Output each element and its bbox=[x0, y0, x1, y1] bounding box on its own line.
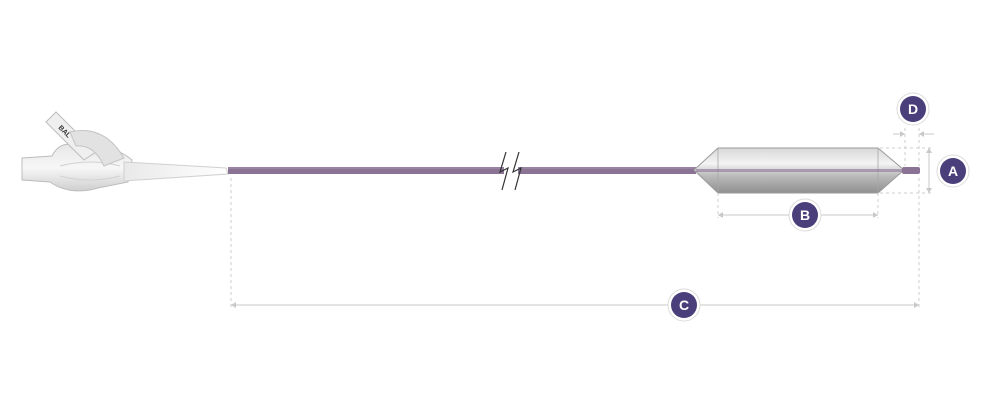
catheter-shaft bbox=[228, 167, 696, 174]
badge-label-a: A bbox=[948, 163, 958, 179]
strain-relief bbox=[123, 161, 229, 182]
catheter-tip bbox=[902, 167, 920, 174]
badge-label-b: B bbox=[800, 207, 810, 223]
badge-label-c: C bbox=[679, 297, 689, 313]
dimension-badge-b: B bbox=[788, 198, 822, 232]
dimension-badge-c: C bbox=[667, 288, 701, 322]
dimension-badge-a: A bbox=[936, 154, 970, 188]
shaft-break-symbol bbox=[499, 151, 522, 191]
dimension-badge-d: D bbox=[896, 92, 930, 126]
hub-manifold: BAL bbox=[21, 111, 133, 192]
balloon bbox=[693, 147, 905, 194]
badge-label-d: D bbox=[908, 101, 918, 117]
